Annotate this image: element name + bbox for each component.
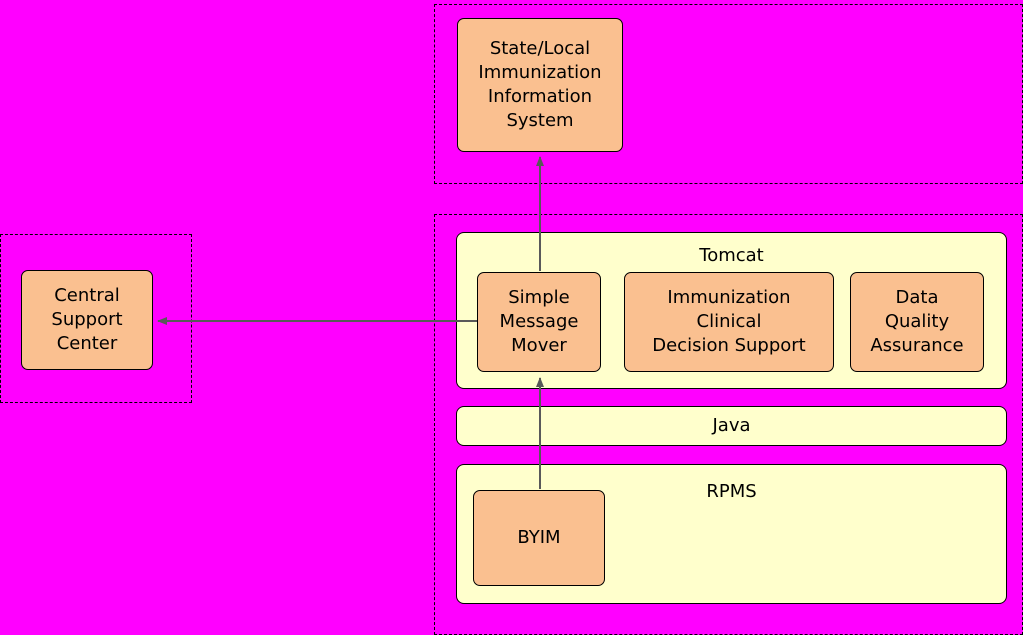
platform-java-label: Java <box>712 415 751 436</box>
node-central-support-center[interactable]: Central Support Center <box>21 270 153 370</box>
node-simple-message-mover[interactable]: Simple Message Mover <box>477 272 601 372</box>
central-support-group <box>0 234 192 403</box>
platform-tomcat-label: Tomcat <box>699 245 764 266</box>
node-byim[interactable]: BYIM <box>473 490 605 586</box>
node-central-support-center-label: Central Support Center <box>51 285 123 354</box>
node-state-local-iis-label: State/Local Immunization Information Sys… <box>478 38 602 131</box>
node-simple-message-mover-label: Simple Message Mover <box>499 287 579 356</box>
node-immunization-clinical-decision-support[interactable]: Immunization Clinical Decision Support <box>624 272 834 372</box>
node-byim-label: BYIM <box>517 527 561 549</box>
node-immunization-clinical-decision-support-label: Immunization Clinical Decision Support <box>652 287 806 356</box>
node-data-quality-assurance[interactable]: Data Quality Assurance <box>850 272 984 372</box>
platform-java <box>456 406 1007 446</box>
node-data-quality-assurance-label: Data Quality Assurance <box>870 287 964 356</box>
node-state-local-iis[interactable]: State/Local Immunization Information Sys… <box>457 18 623 152</box>
platform-rpms-label: RPMS <box>706 481 757 502</box>
